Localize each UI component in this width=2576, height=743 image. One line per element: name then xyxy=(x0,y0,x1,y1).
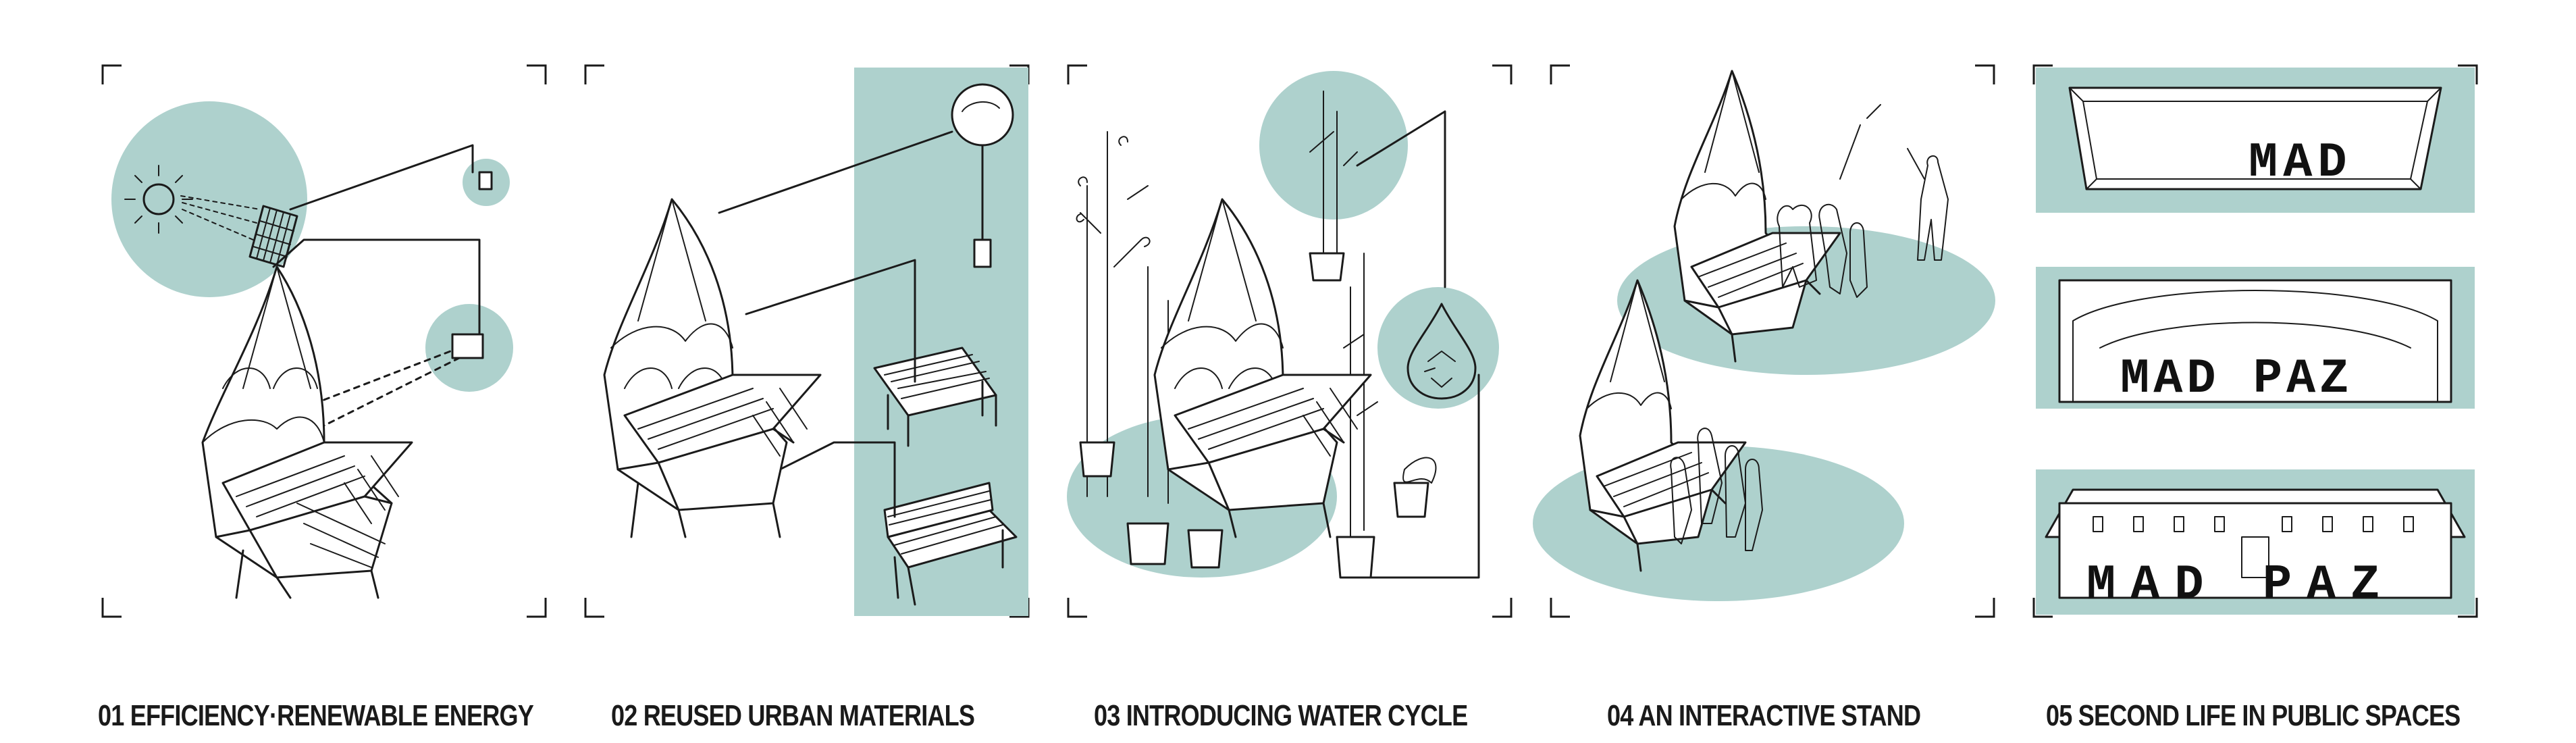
public-spaces-illustration xyxy=(2032,64,2478,618)
water-drop-recycle-icon xyxy=(1407,303,1477,400)
panel-urban-materials: 02 REUSED URBAN MATERIALS xyxy=(584,64,1030,732)
urban-materials-illustration xyxy=(584,64,1030,618)
interactive-stand-illustration xyxy=(1533,64,1995,618)
panel-public-spaces: MAD MAD PAZ MAD PAZ 05 SECOND LIFE IN PU… xyxy=(2032,64,2478,732)
label-mad-paz-2: MAD PAZ xyxy=(2120,351,2353,407)
panel-energy: 01 EFFICIENCY·RENEWABLE ENERGY xyxy=(98,64,547,732)
pavilion-sketch xyxy=(1153,198,1372,538)
window-row xyxy=(2093,516,2414,578)
battery-icon xyxy=(451,171,493,359)
panel-water-cycle: 03 INTRODUCING WATER CYCLE xyxy=(1067,64,1513,732)
sun-icon xyxy=(124,165,261,240)
label-mad-1: MAD xyxy=(2249,135,2352,190)
scene-building xyxy=(2036,469,2475,615)
caption-urban-materials: 02 REUSED URBAN MATERIALS xyxy=(611,699,975,732)
scene-plaza xyxy=(2036,68,2475,213)
pavilion-sketch xyxy=(201,265,413,599)
label-mad-paz-3: MAD PAZ xyxy=(2086,557,2395,613)
pavilion-sketch xyxy=(1673,70,1841,363)
caption-interactive-stand: 04 AN INTERACTIVE STAND xyxy=(1607,699,1921,732)
solar-panel-icon xyxy=(248,205,298,268)
scene-arch xyxy=(2036,267,2475,409)
caption-water-cycle: 03 INTRODUCING WATER CYCLE xyxy=(1094,699,1468,732)
energy-illustration xyxy=(101,64,547,618)
caption-public-spaces: 05 SECOND LIFE IN PUBLIC SPACES xyxy=(2046,699,2461,732)
caption-energy: 01 EFFICIENCY·RENEWABLE ENERGY xyxy=(98,699,534,732)
panel-interactive-stand: 04 AN INTERACTIVE STAND xyxy=(1533,64,1995,732)
street-lamp-icon xyxy=(951,83,1014,268)
people-icon xyxy=(1670,104,1949,551)
pavilion-sketch xyxy=(603,198,822,538)
bench-icon xyxy=(873,347,997,447)
plant-icon xyxy=(1076,91,1437,579)
bench-icon xyxy=(883,482,1018,606)
water-cycle-illustration xyxy=(1067,64,1513,618)
